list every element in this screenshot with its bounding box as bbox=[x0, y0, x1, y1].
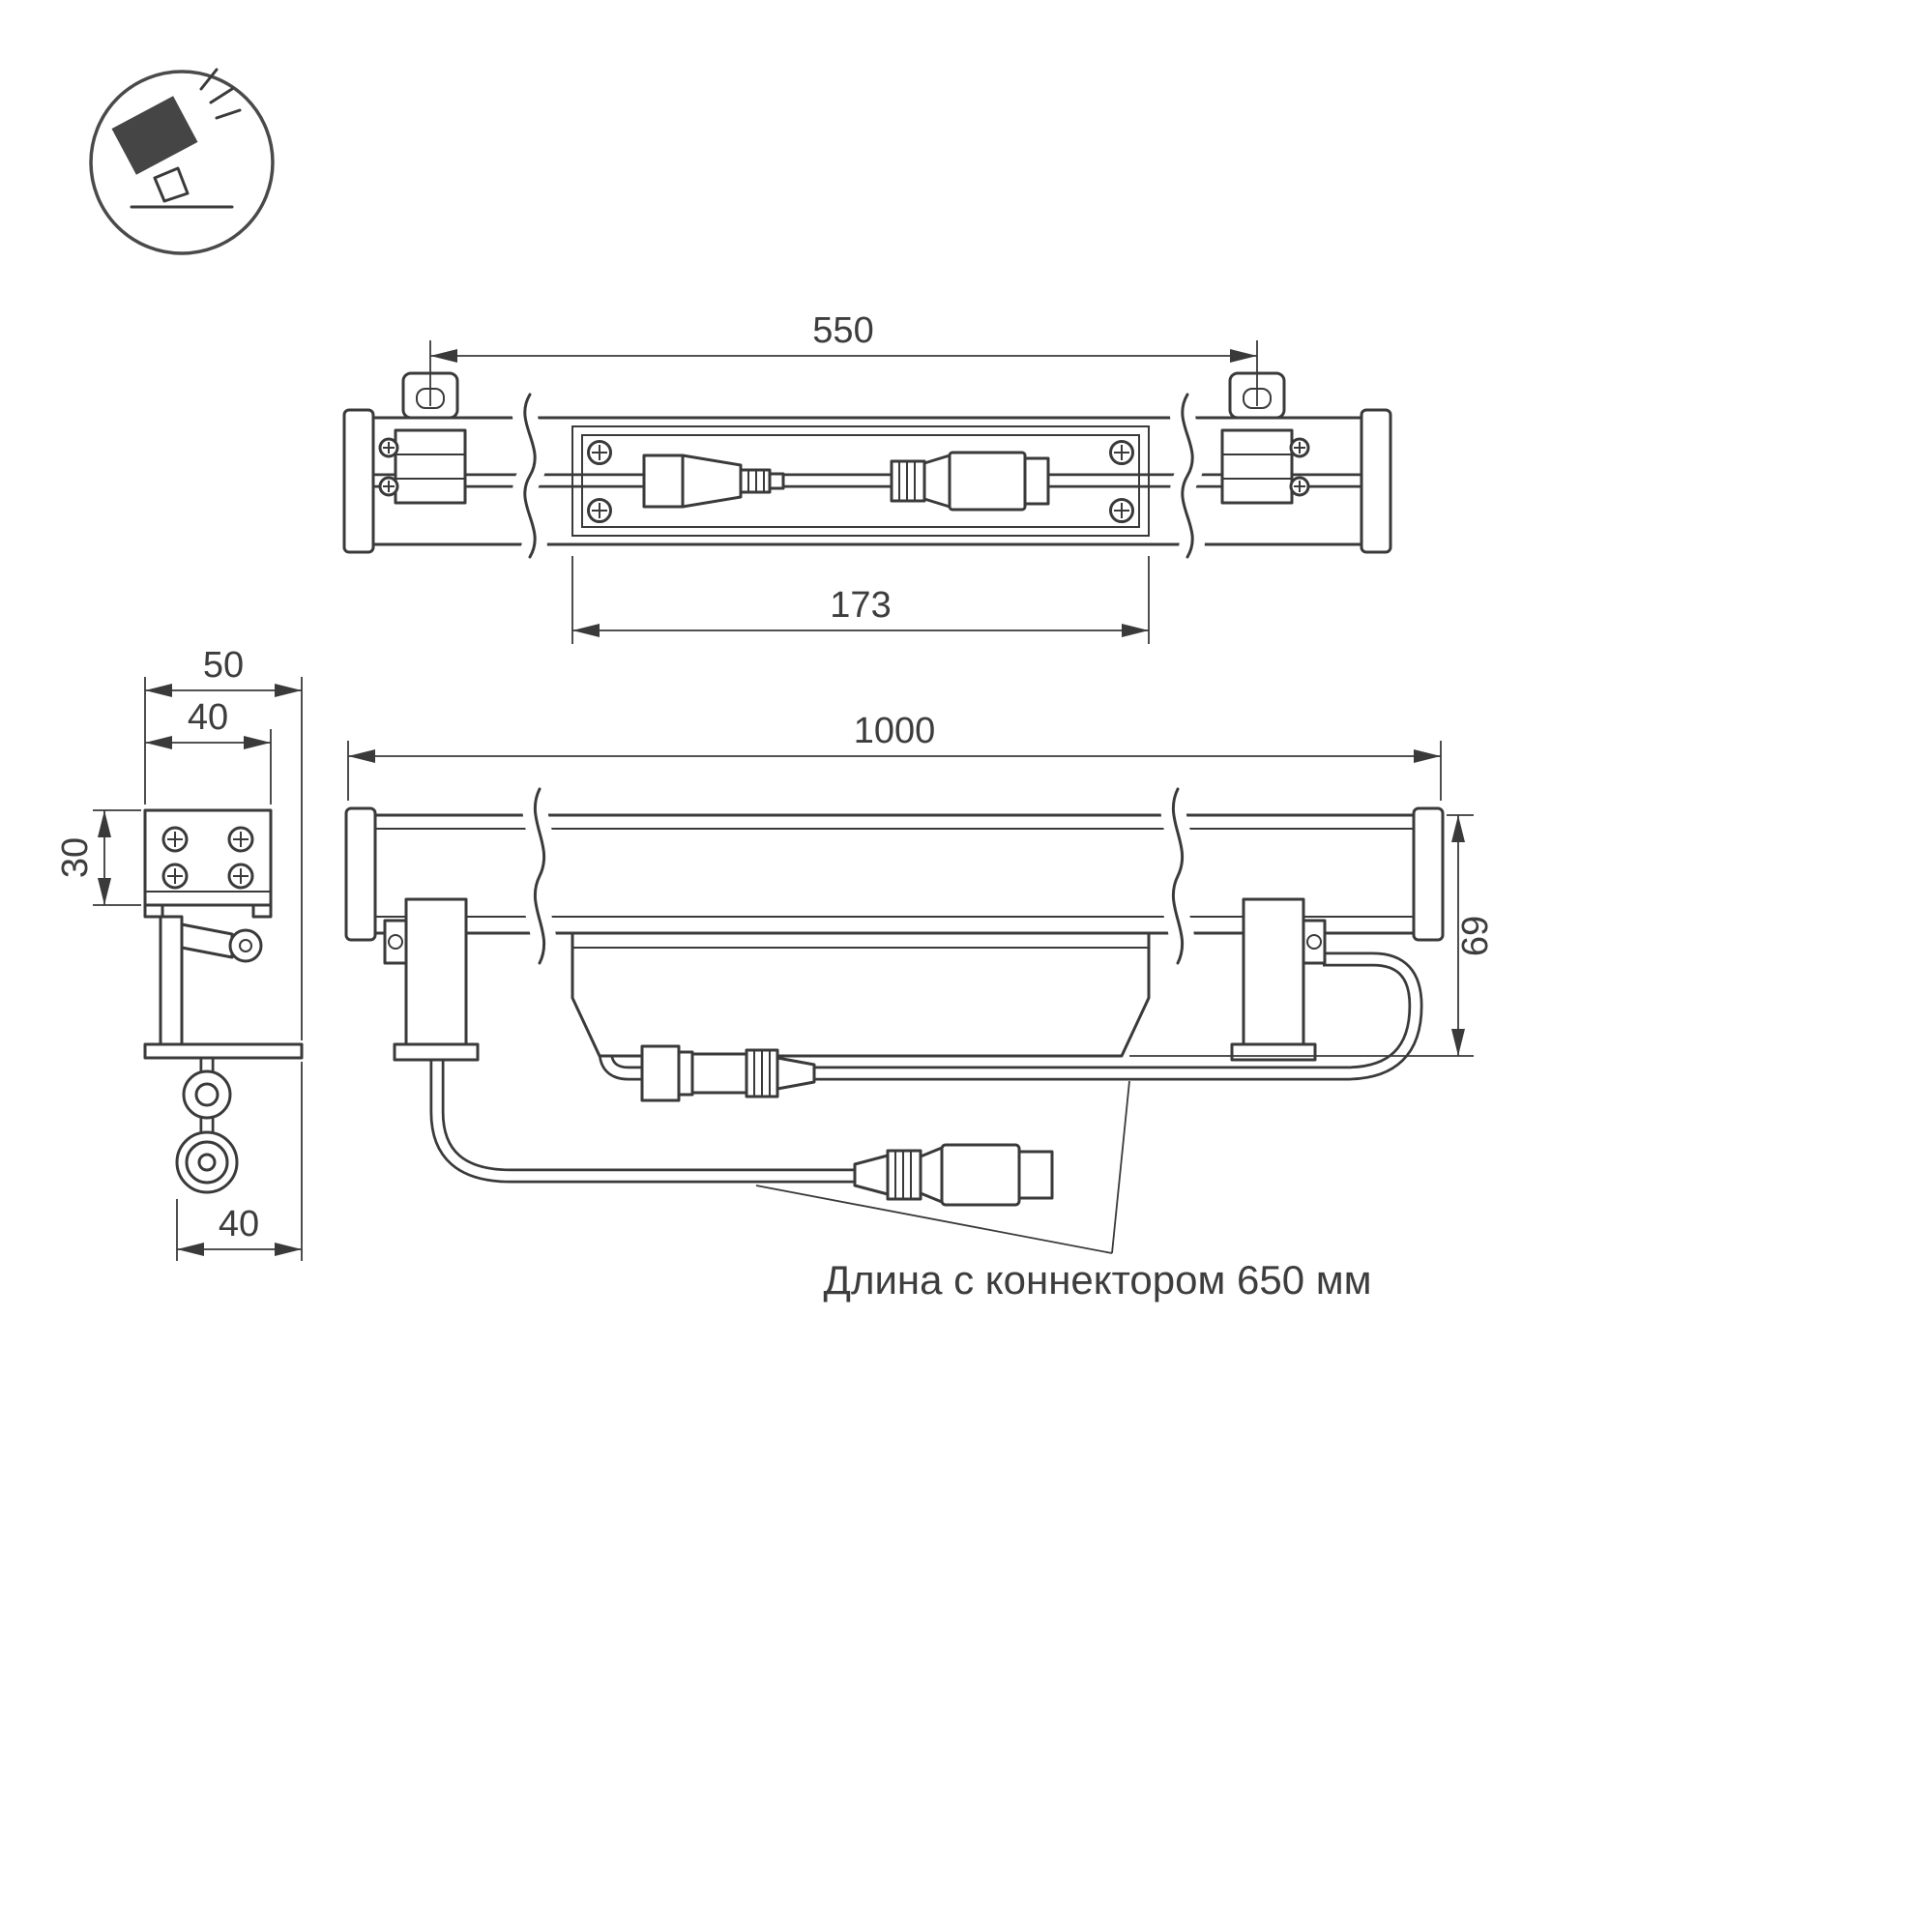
phillips-screw bbox=[227, 826, 254, 853]
phillips-screw bbox=[587, 498, 612, 523]
end-connector bbox=[853, 1143, 1054, 1207]
dim-label-69: 69 bbox=[1455, 916, 1496, 956]
floodlight-badge bbox=[89, 68, 275, 255]
dim-label-1000: 1000 bbox=[854, 711, 936, 751]
front-view: 1000 69 Длина с коннектором 650 мм bbox=[344, 711, 1496, 1303]
end-cap-right-front bbox=[1412, 806, 1445, 942]
mounting-bracket-top-right bbox=[1220, 371, 1310, 505]
end-cap-left-front bbox=[344, 806, 377, 942]
dim-label-50: 50 bbox=[203, 645, 244, 686]
bracket-foot bbox=[393, 1042, 480, 1062]
inline-connector-front bbox=[640, 1044, 816, 1102]
break-line bbox=[522, 783, 1195, 969]
end-cap-left bbox=[342, 408, 375, 554]
phillips-screw bbox=[161, 826, 189, 853]
break-line bbox=[512, 388, 1206, 564]
connector-length-note: Длина с коннектором 650 мм bbox=[824, 1257, 1372, 1303]
dimension-50: 50 bbox=[144, 645, 303, 1040]
inline-connector-top bbox=[642, 451, 1050, 512]
bracket-foot bbox=[1230, 1042, 1317, 1062]
dim-label-30: 30 bbox=[55, 837, 96, 878]
leader-lines bbox=[755, 1080, 1130, 1254]
dimension-69: 69 bbox=[1129, 814, 1496, 1057]
floodlight-icon bbox=[111, 68, 242, 209]
dimension-40-top: 40 bbox=[145, 697, 272, 805]
dimension-40-bottom: 40 bbox=[176, 1062, 303, 1261]
dim-label-550: 550 bbox=[812, 310, 873, 351]
bracket-foot bbox=[143, 1042, 304, 1060]
profile-block bbox=[143, 808, 273, 907]
mounting-bracket-side bbox=[143, 915, 304, 1060]
dim-label-173: 173 bbox=[830, 585, 891, 626]
dim-label-40-bottom: 40 bbox=[219, 1204, 259, 1244]
phillips-screw bbox=[161, 863, 189, 890]
end-cap-right bbox=[1360, 408, 1392, 554]
dimension-30: 30 bbox=[55, 809, 141, 906]
cable-side bbox=[175, 1056, 239, 1194]
side-view: 50 40 30 40 bbox=[55, 645, 304, 1261]
mounting-bracket-front-left bbox=[383, 897, 480, 1062]
driver-housing bbox=[571, 931, 1151, 1058]
clamp-knob bbox=[228, 928, 263, 963]
clamp-knob bbox=[383, 919, 408, 965]
mounting-bracket-front-right bbox=[1230, 897, 1327, 1062]
phillips-screw bbox=[1109, 498, 1134, 523]
light-rays-icon bbox=[199, 68, 242, 120]
phillips-screw bbox=[1109, 440, 1134, 465]
dimension-1000: 1000 bbox=[347, 711, 1442, 801]
clamp-knob bbox=[1302, 919, 1327, 965]
dimension-173: 173 bbox=[571, 556, 1150, 644]
dim-label-40-top: 40 bbox=[188, 697, 228, 738]
wiring-channel bbox=[571, 425, 1150, 537]
phillips-screw bbox=[227, 863, 254, 890]
dimension-550: 550 bbox=[429, 310, 1258, 406]
badge-circle bbox=[89, 70, 275, 255]
top-view: 550 173 bbox=[342, 310, 1392, 644]
power-cables bbox=[429, 951, 1423, 1184]
phillips-screw bbox=[587, 440, 612, 465]
